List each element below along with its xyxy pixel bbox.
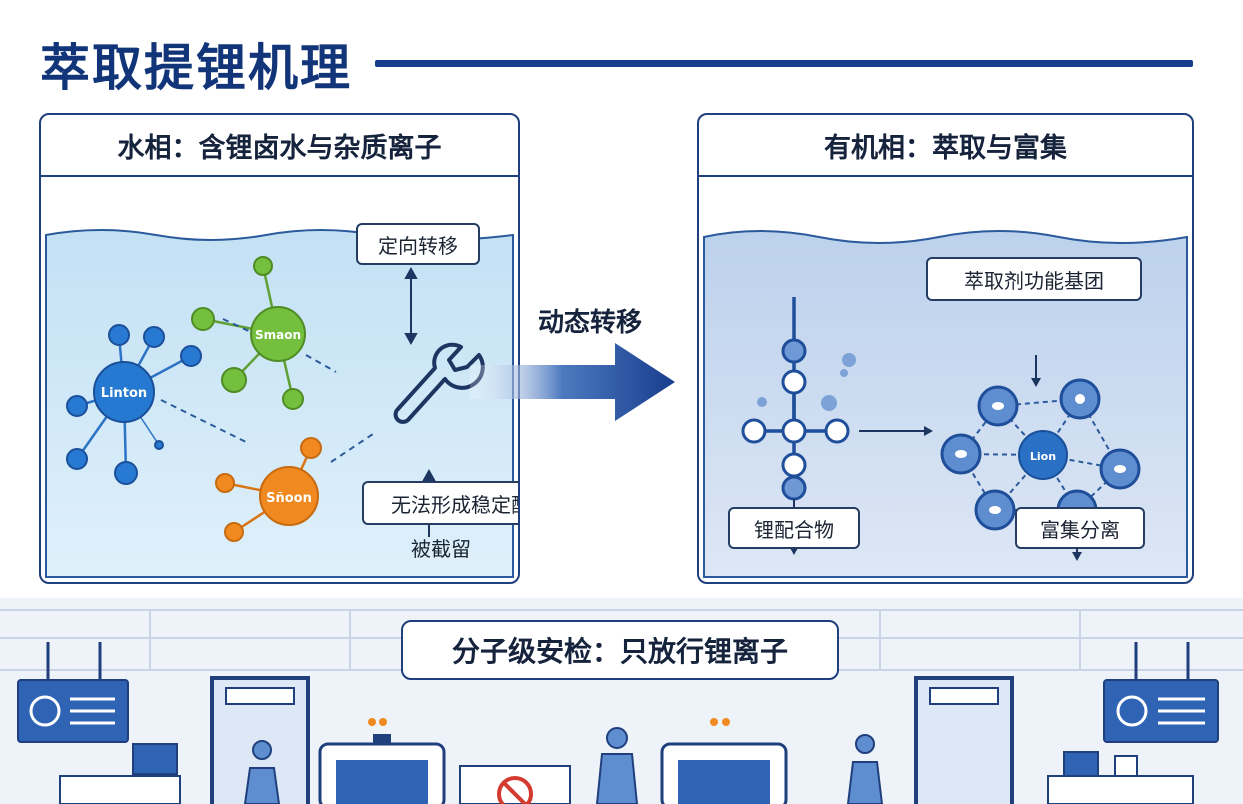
lithium-ion <box>93 361 155 423</box>
center-lithium-ion <box>1018 430 1068 480</box>
security-banner: 分子级安检：只放行锂离子 <box>401 620 839 680</box>
checkpoint-illustration <box>0 609 1243 804</box>
group-marks <box>955 394 1126 514</box>
dynamic-transfer-arrow <box>470 343 675 421</box>
orange-ion <box>259 466 319 526</box>
right-scanner <box>660 718 788 804</box>
green-satellites <box>191 256 304 410</box>
floating-particles <box>757 353 856 411</box>
center-lithium-label: Lion <box>1030 450 1056 463</box>
green-ion <box>250 306 306 362</box>
cannot-form-complex-label: 无法形成稳定配合物 <box>362 481 518 525</box>
right-gate <box>914 676 1014 804</box>
lithium-satellites <box>66 324 202 485</box>
dynamic-transfer-label: 动态转移 <box>538 308 643 338</box>
left-scanner <box>318 718 446 804</box>
people <box>243 727 884 804</box>
extractant-groups-label: 萃取剂功能基团 <box>926 257 1142 301</box>
title-rule <box>375 60 1193 67</box>
organic-phase-panel: 有机相：萃取与富集 <box>697 113 1194 584</box>
orange-satellites <box>215 437 322 542</box>
retained-label: 被截留 <box>411 537 471 561</box>
lithium-ion-label: Linton <box>101 386 147 401</box>
interaction-dashes <box>160 318 377 463</box>
left-sign <box>17 642 129 743</box>
orange-ion-label: Sñoon <box>266 491 312 506</box>
page-title: 萃取提锂机理 <box>40 39 352 97</box>
lithium-complex-label: 锂配合物 <box>728 507 860 549</box>
green-ion-label: Smaon <box>255 328 301 342</box>
aqueous-phase-header: 水相：含锂卤水与杂质离子 <box>41 115 518 177</box>
directed-transfer-label: 定向转移 <box>356 223 480 265</box>
security-checkpoint-scene <box>0 598 1243 804</box>
organic-phase-header: 有机相：萃取与富集 <box>699 115 1192 177</box>
aqueous-phase-panel: 水相：含锂卤水与杂质离子 Linton <box>39 113 520 584</box>
organic-body <box>703 230 1188 578</box>
extractant-nodes <box>741 338 850 501</box>
right-sign <box>1103 642 1219 743</box>
enrich-separate-label: 富集分离 <box>1015 507 1145 549</box>
